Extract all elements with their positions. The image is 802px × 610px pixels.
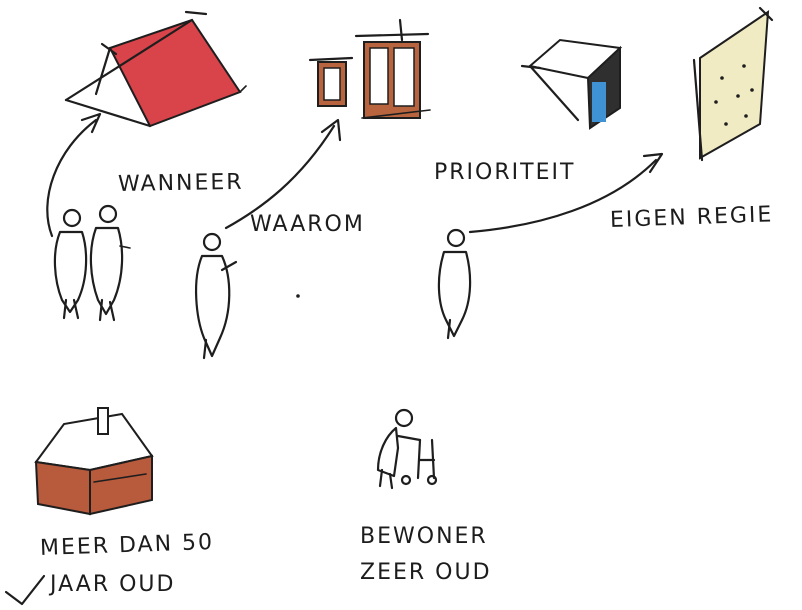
person-icon-2 — [439, 230, 470, 338]
walker-person-icon — [378, 410, 436, 488]
label-jaar-oud: JAAR OUD — [50, 572, 175, 597]
stray-dot — [296, 294, 300, 298]
arrow-to-tent — [47, 114, 100, 236]
box-icon — [522, 40, 620, 128]
label-wanneer: WANNEER — [118, 170, 244, 197]
frames-icon — [310, 20, 430, 118]
tent-icon — [66, 12, 246, 126]
person-icon — [196, 234, 236, 358]
label-waarom: WAAROM — [250, 212, 365, 237]
panel-icon — [694, 8, 772, 160]
label-prioriteit: PRIORITEIT — [434, 160, 575, 185]
house-icon — [36, 408, 152, 514]
check-mark — [6, 576, 44, 604]
label-bewoner: BEWONER — [360, 524, 488, 549]
two-people-icon — [55, 206, 130, 320]
label-zeer-oud: ZEER OUD — [360, 560, 492, 585]
